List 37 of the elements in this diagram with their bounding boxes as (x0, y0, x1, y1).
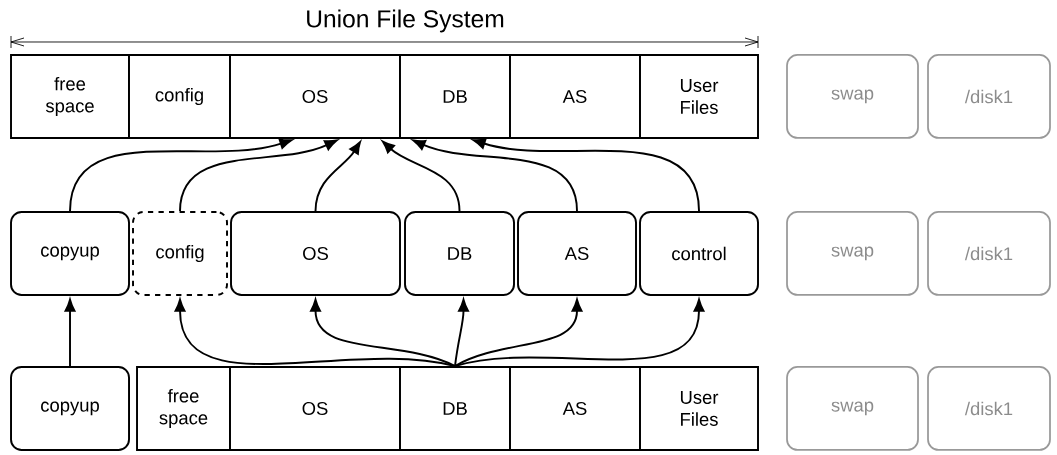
cell: config (128, 54, 231, 139)
arrow (454, 298, 469, 367)
rounded-box: /disk1 (927, 211, 1051, 296)
cell: User Files (639, 366, 759, 451)
rounded-box: OS (230, 211, 401, 296)
cell: free space (10, 54, 130, 139)
arrow (174, 298, 456, 367)
arrow (472, 138, 700, 212)
arrow (179, 139, 338, 212)
rounded-box: AS (517, 211, 637, 296)
arrow (412, 139, 578, 212)
cell: OS (229, 366, 401, 451)
rounded-box: DB (404, 211, 515, 296)
rounded-box: copyup (10, 211, 130, 296)
rounded-box: control (639, 211, 759, 296)
cell: AS (509, 54, 641, 139)
arrow (454, 298, 705, 367)
rounded-box: /disk1 (927, 366, 1051, 451)
rounded-box: swap (786, 366, 919, 451)
arrow (69, 138, 293, 212)
arrow (454, 298, 583, 367)
cell: User Files (639, 54, 759, 139)
rounded-box: /disk1 (927, 54, 1051, 139)
rounded-box: swap (786, 211, 919, 296)
arrow (64, 298, 76, 367)
cell: DB (399, 54, 511, 139)
arrow (381, 140, 461, 212)
rounded-box: swap (786, 54, 919, 139)
dashed-box: config (132, 211, 228, 296)
cell: DB (399, 366, 511, 451)
arrow (314, 141, 361, 212)
title-label: Union File System (307, 9, 504, 33)
cell: free space (136, 366, 231, 451)
arrow (310, 298, 456, 367)
cell: AS (509, 366, 641, 451)
rounded-box: copyup (10, 366, 130, 451)
cell: OS (229, 54, 401, 139)
